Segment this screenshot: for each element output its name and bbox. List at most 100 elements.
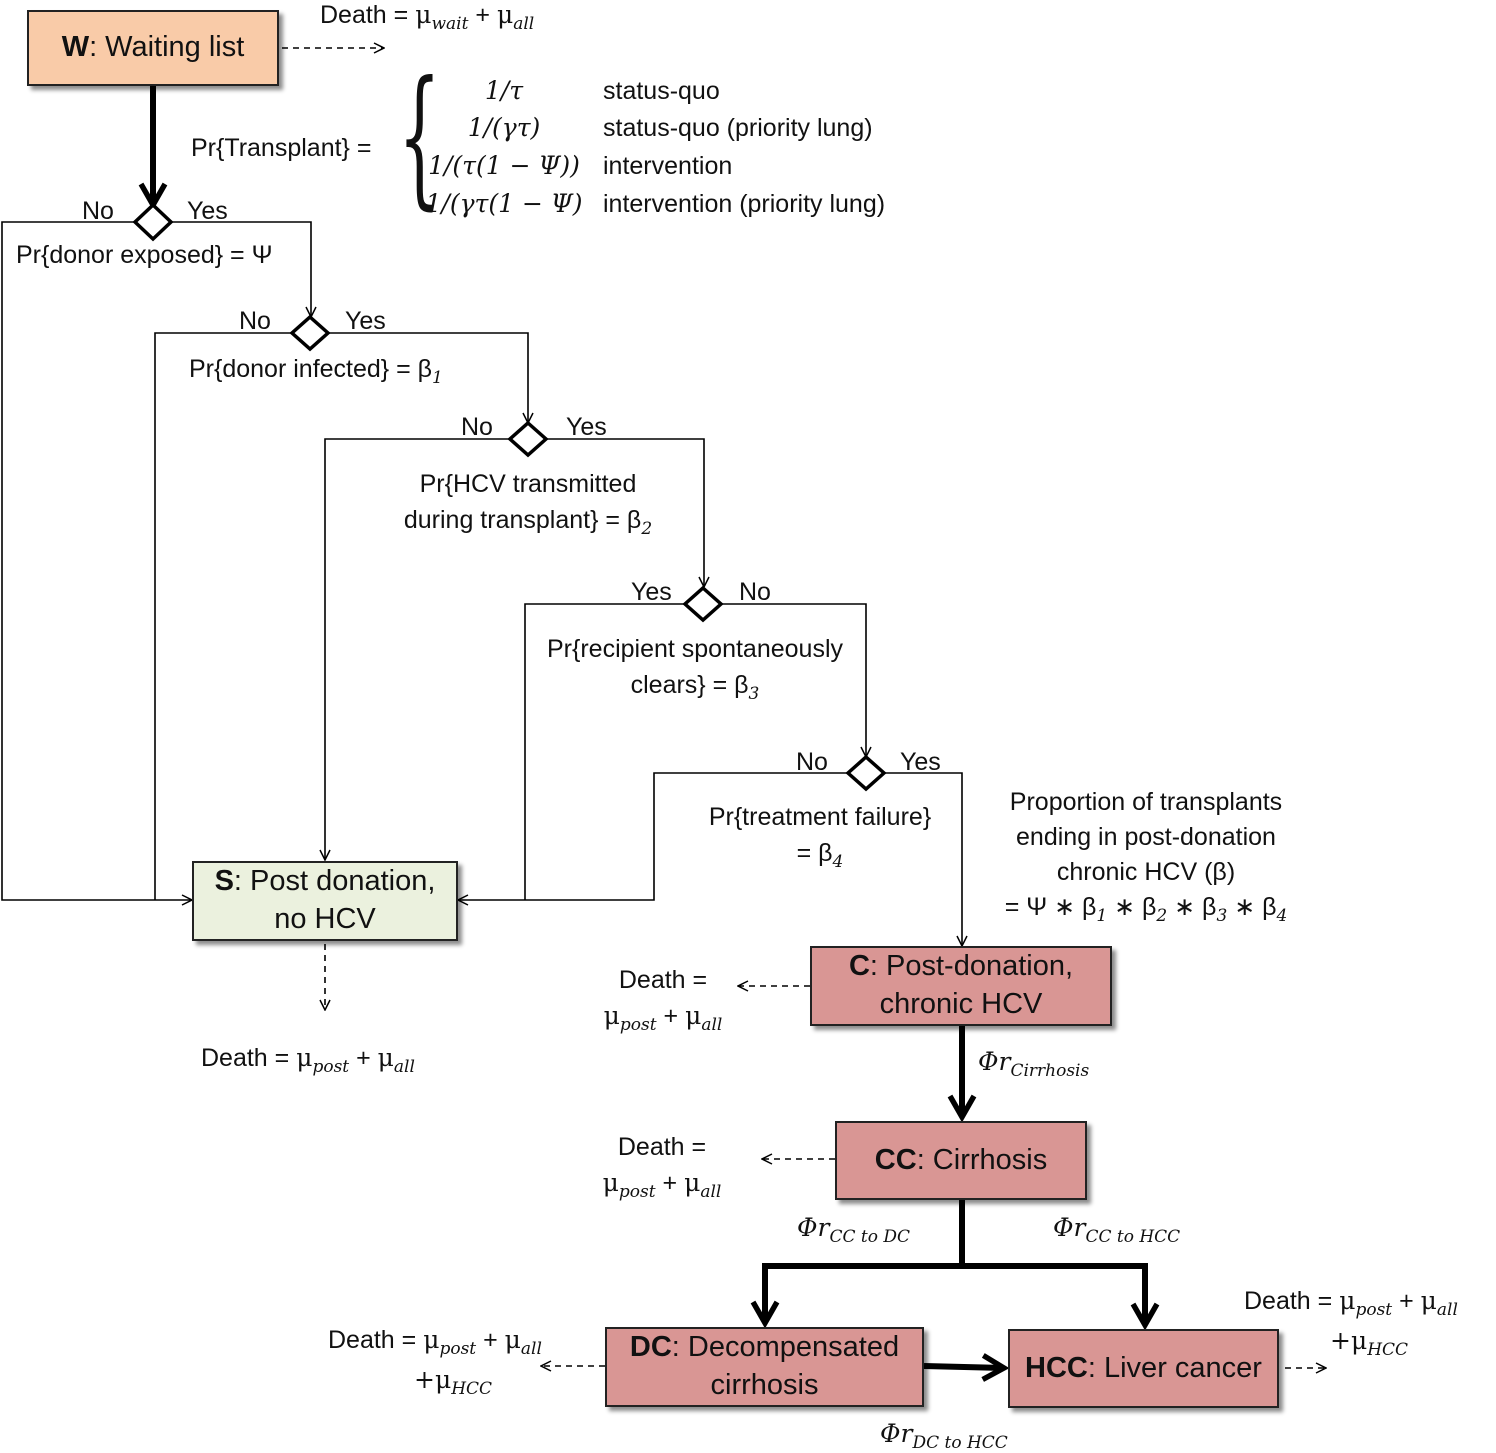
proportion-line-3: chronic HCV (β) [1056,858,1236,886]
sub-all: all [520,1339,542,1359]
rate-sub-cc-hcc: CC to HCC [1085,1227,1181,1247]
phi-r-symbol: Φr [880,1419,913,1448]
node-w-code: W [61,31,90,64]
edge-d4-yes [524,603,685,900]
rate-sub-cc-dc: CC to DC [829,1227,910,1247]
node-waiting-list: W: Waiting list [27,10,279,86]
mu-symbol: μ [296,1043,313,1072]
d5-line-1: Pr{treatment failure} [708,803,932,831]
d2-no-label: No [239,307,271,335]
mu-symbol: μ [423,1325,440,1354]
sub-post: post [312,1057,350,1077]
d3-no-label: No [461,413,493,441]
d2-sub: 1 [432,368,443,388]
d1-no-label: No [82,197,114,225]
transplant-expr-4: 1/(γτ(1 − Ψ) [425,189,583,218]
sub-all: all [701,1015,723,1036]
edge-cc-to-hcc [962,1263,1160,1331]
proportion-sub-4: 4 [1276,906,1288,926]
node-cc-code: CC [874,1143,917,1176]
node-c-label-2: chronic HCV [879,988,1043,1020]
mu-symbol: μ [1339,1286,1356,1315]
node-c-code: C [848,950,870,983]
transplant-desc-4: intervention (priority lung) [603,190,886,218]
death-eq: Death = [1244,1287,1333,1315]
decision-diamond-3 [507,420,549,458]
proportion-formula-start: = Ψ ∗ β [1004,893,1097,921]
death-eq: Death = [320,1,409,29]
edge-d2-no [154,332,292,900]
d5-question: Pr{treatment failure} = β4 [680,799,960,875]
death-eq: Death = [617,1133,707,1161]
plus-mu-symbol: +μ [414,1364,452,1394]
d3-sub: 2 [641,519,653,540]
death-eq: Death = [618,966,708,994]
d2-question-text: Pr{donor infected} = β [189,355,433,383]
edge-d5-no [458,772,848,900]
edge-d5-yes [884,772,962,946]
sub-hcc: HCC [451,1378,493,1399]
death-eq: Death = [328,1326,417,1354]
plus-symbol: + [662,1169,678,1198]
plus-symbol: + [663,1002,679,1031]
proportion-sub-2: 2 [1156,906,1168,926]
rate-sub-dc-hcc: DC to HCC [912,1433,1008,1453]
proportion-line-1: Proportion of transplants [1009,788,1283,816]
rate-dc-to-hcc-label: ΦrDC to HCC [880,1419,1008,1453]
d4-no-label: No [739,578,771,606]
sub-wait: wait [431,14,469,34]
d3-line-2: during transplant} = β [403,506,642,535]
d1-question: Pr{donor exposed} = Ψ [16,241,273,269]
d4-line-1: Pr{recipient spontaneously [546,635,844,663]
node-c-label-1: : Post-donation, [869,950,1074,983]
rate-cirrhosis-label: ΦrCirrhosis [978,1047,1089,1081]
plus-symbol: + [475,1,490,29]
node-w-label: : Waiting list [89,31,245,64]
proportion-mul: ∗ β [1167,893,1217,921]
plus-mu-symbol: +μ [1330,1325,1368,1355]
node-hcc-label: : Liver cancer [1087,1351,1262,1384]
d5-line-2: = β [796,839,833,868]
phi-r-symbol: Φr [1053,1213,1086,1242]
mu-symbol: μ [602,1168,619,1198]
node-liver-cancer: HCC: Liver cancer [1008,1329,1279,1408]
node-post-donation-no-hcv: S: Post donation, no HCV [192,861,458,941]
proportion-sub-1: 1 [1096,906,1108,926]
phi-r-symbol: Φr [797,1213,830,1242]
sub-all: all [700,1182,722,1203]
node-s-code: S [214,865,234,898]
mu-symbol: μ [685,1001,702,1031]
mu-symbol: μ [1420,1286,1437,1315]
edge-d4-no [721,603,866,757]
d1-yes-label: Yes [187,197,228,225]
edge-d2-yes [328,332,528,423]
sub-post: post [1355,1300,1393,1320]
death-dc-label: Death = μpost + μall +μHCC [328,1322,542,1401]
d5-sub: 4 [832,852,844,873]
edge-d3-no [325,438,510,860]
plus-symbol: + [356,1044,371,1072]
mu-symbol: μ [603,1001,620,1031]
d5-no-label: No [796,748,828,776]
node-decompensated-cirrhosis: DC: Decompensated cirrhosis [605,1327,924,1407]
proportion-sub-3: 3 [1216,906,1228,926]
plus-symbol: + [483,1326,498,1354]
mu-symbol: μ [496,0,514,29]
d2-yes-label: Yes [345,307,386,335]
node-hcc-code: HCC [1025,1351,1088,1384]
node-dc-code: DC [629,1331,672,1364]
transplant-desc-3: intervention [603,152,733,180]
decision-diamond-4 [682,585,724,623]
d4-yes-label: Yes [631,578,672,606]
phi-r-symbol: Φr [978,1047,1011,1076]
death-cc-label: Death = μpost + μall [577,1129,747,1205]
transplant-prob-label: Pr{Transplant} = [191,134,372,162]
edge-d3-yes [546,438,704,587]
decision-diamond-5 [845,754,887,792]
edge-cc-split [750,1200,965,1329]
d4-line-2: clears} = β [630,671,749,700]
d3-yes-label: Yes [566,413,607,441]
node-chronic-hcv: C: Post-donation, chronic HCV [810,946,1112,1026]
d4-question: Pr{recipient spontaneously clears} = β3 [525,631,865,707]
